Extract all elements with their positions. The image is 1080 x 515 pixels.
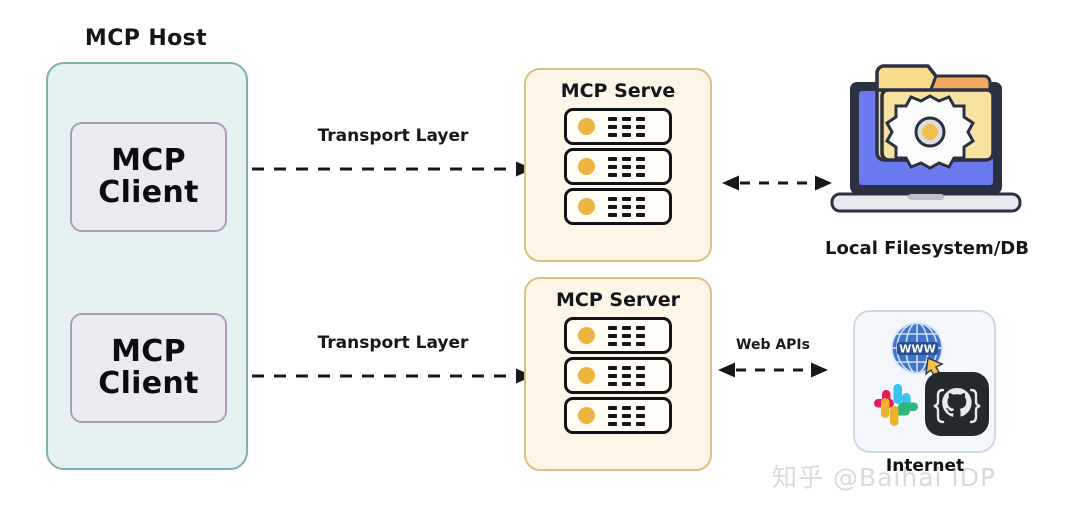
server-rack-icon — [564, 108, 672, 225]
watermark: 知乎 @Baihai IDP — [772, 463, 997, 492]
mcp-client-box-1[interactable]: MCP Client — [70, 122, 227, 232]
mcp-client-2-line1: MCP — [111, 333, 186, 369]
mcp-server-box-2[interactable]: MCP Server — [524, 277, 712, 471]
laptop-folder-gear-icon — [830, 64, 1022, 213]
rack-unit — [564, 188, 672, 225]
internet-label: Internet — [885, 456, 965, 476]
svg-text:WWW: WWW — [899, 343, 935, 356]
mcp-server-2-title: MCP Server — [556, 289, 680, 311]
mcp-client-box-2[interactable]: MCP Client — [70, 313, 227, 423]
local-filesystem-label: Local Filesystem/DB — [825, 238, 1029, 259]
dashed-arrow-right-icon — [252, 161, 533, 177]
mcp-host-title: MCP Host — [84, 26, 208, 51]
rack-unit — [564, 397, 672, 434]
rack-vents-icon — [608, 405, 645, 426]
rack-led-icon — [578, 118, 595, 135]
rack-led-icon — [578, 327, 595, 344]
rack-unit — [564, 357, 672, 394]
web-apis-link-arrow: Web APIs — [718, 337, 828, 383]
rack-led-icon — [578, 158, 595, 175]
rack-vents-icon — [608, 365, 645, 386]
internet-icon-panel: WWW — [853, 310, 996, 453]
www-globe-icon: WWW — [886, 320, 952, 386]
dashed-arrow-right-icon — [252, 368, 533, 384]
dashed-arrow-bidirectional-icon — [718, 362, 828, 378]
transport-layer-label-1: Transport Layer — [317, 126, 469, 146]
web-apis-label: Web APIs — [736, 337, 810, 353]
github-icon — [923, 370, 991, 442]
local-filesystem-icon — [826, 60, 1026, 230]
transport-layer-arrow-2: Transport Layer — [252, 333, 534, 387]
rack-led-icon — [578, 367, 595, 384]
mcp-client-2-line2: Client — [98, 366, 199, 401]
rack-unit — [564, 317, 672, 354]
mcp-server-box-1[interactable]: MCP Serve — [524, 68, 712, 262]
rack-unit — [564, 108, 672, 145]
rack-vents-icon — [608, 156, 645, 177]
mcp-server-1-title: MCP Serve — [560, 80, 676, 102]
server-rack-icon — [564, 317, 672, 434]
mcp-client-1-line2: Client — [98, 175, 199, 210]
rack-led-icon — [578, 198, 595, 215]
local-link-arrow — [722, 150, 832, 196]
rack-vents-icon — [608, 325, 645, 346]
mcp-client-1-line1: MCP — [111, 142, 186, 178]
rack-vents-icon — [608, 116, 645, 137]
rack-vents-icon — [608, 196, 645, 217]
transport-layer-arrow-1: Transport Layer — [252, 126, 534, 180]
rack-led-icon — [578, 407, 595, 424]
rack-unit — [564, 148, 672, 185]
dashed-arrow-bidirectional-icon — [722, 175, 832, 191]
transport-layer-label-2: Transport Layer — [317, 333, 469, 353]
slack-icon — [863, 372, 929, 442]
